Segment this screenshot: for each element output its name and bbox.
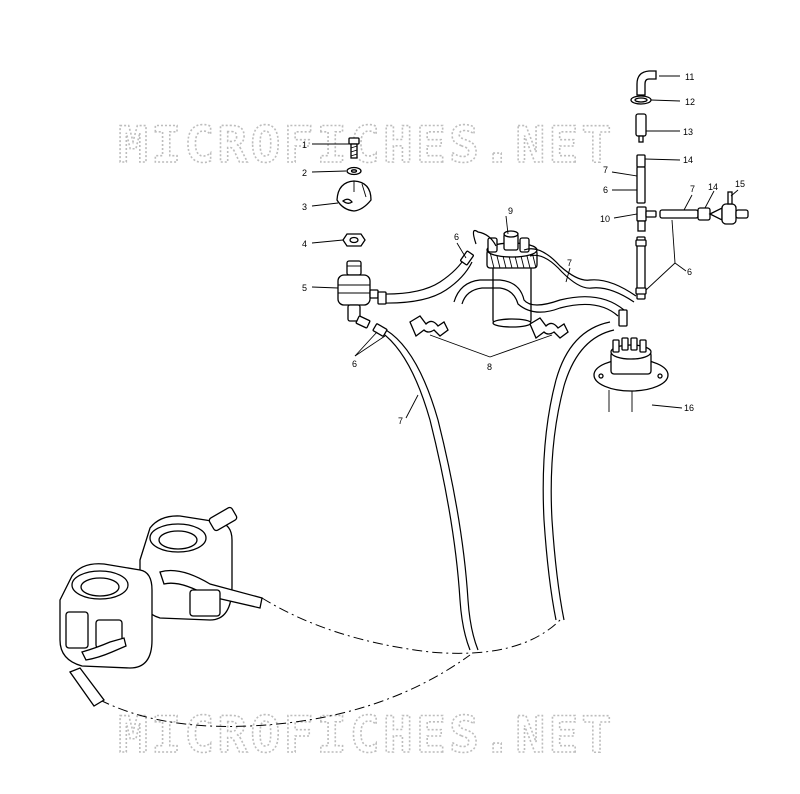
carburetor-front bbox=[59, 563, 153, 707]
part-6-hose-lower bbox=[635, 236, 647, 300]
part-9-cap-assembly bbox=[486, 230, 538, 328]
watermark-top: MICROFICHES.NET bbox=[118, 116, 615, 174]
part-12-clamp bbox=[630, 95, 652, 105]
hose-sender-to-carb bbox=[542, 321, 615, 621]
callout-2: 2 bbox=[302, 168, 307, 178]
part-6-hose-upper bbox=[636, 166, 646, 204]
callout-14-side: 14 bbox=[708, 182, 718, 192]
part-1-screw bbox=[348, 137, 360, 159]
callout-12: 12 bbox=[685, 97, 695, 107]
callout-7-side-hose: 7 bbox=[690, 184, 695, 194]
callout-1: 1 bbox=[302, 140, 307, 150]
carburetor-rear bbox=[139, 506, 263, 621]
callout-6-vent-hose: 6 bbox=[603, 185, 608, 195]
callout-4: 4 bbox=[302, 239, 307, 249]
part-14-fitting-upper bbox=[636, 154, 646, 168]
callout-6-cap-hose: 6 bbox=[454, 232, 459, 242]
callout-7-vent-hose: 7 bbox=[603, 165, 608, 175]
callout-16: 16 bbox=[684, 403, 694, 413]
hose-filter-to-cap bbox=[377, 250, 474, 305]
hose-cap-to-sender bbox=[453, 279, 628, 327]
part-5-fuel-filter bbox=[337, 260, 379, 329]
callout-6-filter-hoses: 6 bbox=[352, 359, 357, 369]
hose-filter-to-carb bbox=[372, 323, 479, 651]
part-8-clip-right bbox=[529, 317, 569, 340]
callout-8: 8 bbox=[487, 362, 492, 372]
part-13-valve bbox=[635, 113, 647, 143]
callout-13: 13 bbox=[683, 127, 693, 137]
callout-7-carb-hose: 7 bbox=[398, 416, 403, 426]
hose-cap-to-tee bbox=[472, 229, 637, 303]
part-8-clip-left bbox=[409, 315, 449, 338]
callout-5: 5 bbox=[302, 283, 307, 293]
watermark-bottom: MICROFICHES.NET bbox=[118, 706, 615, 764]
callout-3: 3 bbox=[302, 202, 307, 212]
callout-14-upper: 14 bbox=[683, 155, 693, 165]
part-7-hose-side bbox=[659, 209, 699, 219]
part-11-elbow bbox=[636, 70, 657, 96]
part-10-tee-fitting bbox=[636, 206, 657, 232]
part-14-fitting-side bbox=[697, 207, 711, 221]
part-2-washer bbox=[346, 166, 362, 176]
part-4-nut bbox=[342, 233, 366, 247]
callout-6-lower-hoses: 6 bbox=[687, 267, 692, 277]
callout-10: 10 bbox=[600, 214, 610, 224]
part-3-bracket bbox=[336, 180, 372, 212]
callout-15: 15 bbox=[735, 179, 745, 189]
leader-lines bbox=[311, 75, 739, 419]
callout-7-return-hose: 7 bbox=[567, 258, 572, 268]
part-15-check-valve bbox=[708, 191, 749, 225]
callout-11: 11 bbox=[685, 72, 694, 82]
callout-9: 9 bbox=[508, 206, 513, 216]
part-16-fuel-sender bbox=[593, 337, 669, 412]
hose-dashed-routing bbox=[99, 597, 561, 727]
